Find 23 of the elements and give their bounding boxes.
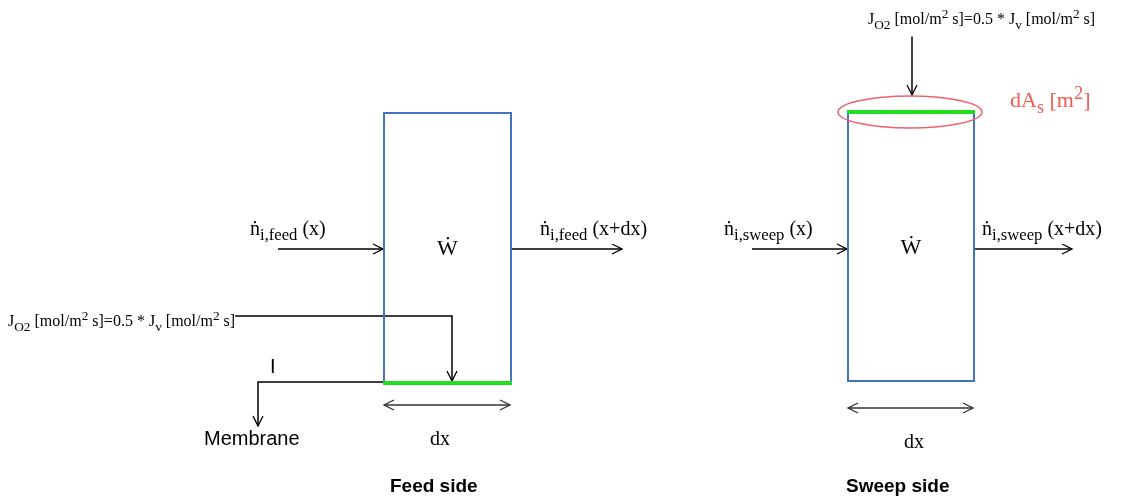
control-volume-box	[383, 112, 512, 383]
work-symbol: Ẇ	[900, 233, 922, 260]
dimension-label: dx	[904, 431, 924, 451]
area-ellipse	[837, 95, 983, 129]
tick-mark-label: I	[270, 356, 276, 376]
flow-arrow	[974, 243, 1073, 255]
flux-equation: J$_{O2}$ [mol/m$^{2}$ s]=0.5 * J$_{v}$ [mol/m$^{2}$ s]	[868, 2, 1096, 37]
flux-equation: J$_{O2}$ [mol/m$^{2}$ s]=0.5 * J$_{v}$ [mol/m$^{2}$ s]	[8, 304, 236, 339]
flow-label: ṅ$_{i,feed}$ (x)	[250, 218, 326, 244]
flow-arrow	[511, 243, 623, 255]
leader-arrow	[906, 35, 918, 96]
work-symbol: Ẇ	[437, 234, 458, 261]
side-title: Sweep side	[846, 476, 950, 495]
leader-arrow	[234, 315, 458, 382]
membrane-label: Membrane	[204, 426, 300, 450]
flow-arrow	[277, 243, 384, 255]
flow-label: ṅ$_{i,sweep}$ (x+dx)	[982, 218, 1103, 244]
flow-label: ṅ$_{i,sweep}$ (x)	[724, 218, 813, 244]
dimension-label: dx	[430, 428, 450, 448]
side-title: Feed side	[390, 476, 478, 495]
leader-arrow	[252, 381, 384, 427]
flow-label: ṅ$_{i,feed}$ (x+dx)	[540, 218, 648, 244]
flow-arrow	[751, 243, 848, 255]
